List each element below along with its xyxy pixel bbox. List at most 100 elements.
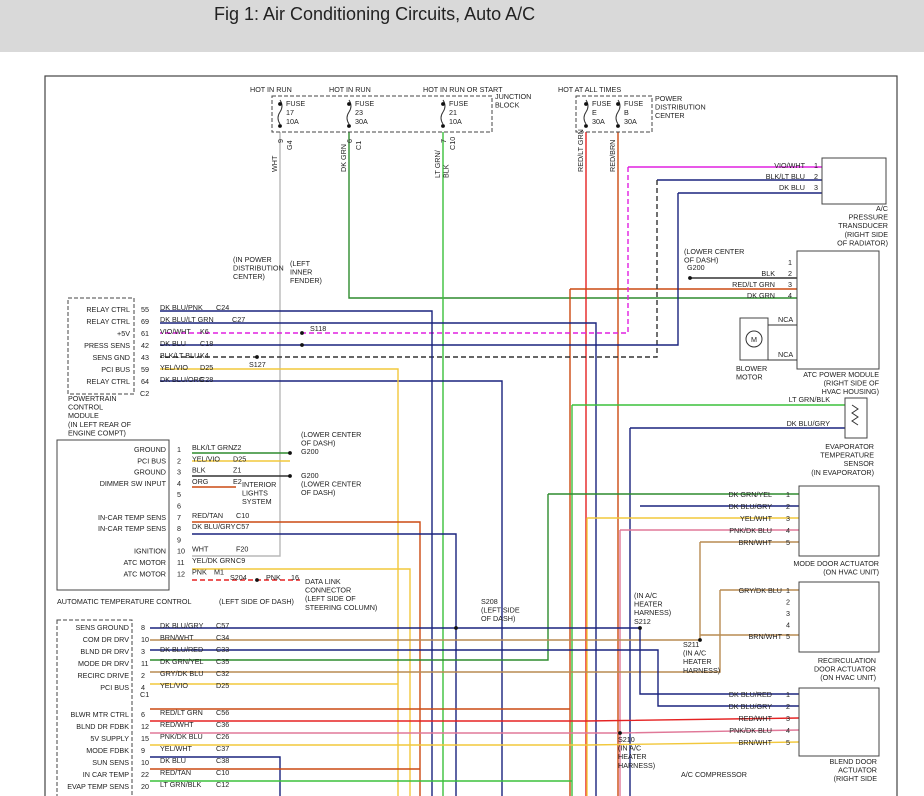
mode-pin: 4 [786,526,790,535]
figure-header-bar: Fig 1: Air Conditioning Circuits, Auto A… [0,0,924,52]
blend-wire: RED/WHT [738,714,772,723]
bottom-function: RECIRC DRIVE [77,671,129,680]
fuse-number: 23 [355,108,363,117]
bottom-circuit: C12 [216,780,229,789]
atc-function: IGNITION [134,547,166,556]
wire-red-wht [150,717,800,722]
atc-wire: YEL/VIO [192,454,220,463]
atc-function: IN-CAR TEMP SENS [98,513,166,522]
bottom-circuit: C36 [216,720,229,729]
fuse-terminal [347,124,351,128]
fuse-terminal [616,124,620,128]
atc-function: GROUND [134,445,166,454]
pcm-wire: DK BLU/LT GRN [160,315,214,324]
motor-letter: M [751,335,757,344]
mode-pin: 2 [786,502,790,511]
bottom-wire: DK GRN/YEL [160,657,204,666]
bottom-wire: LT GRN/BLK [160,780,201,789]
motor-symbol-icon [745,330,763,348]
pcm-pin: 64 [141,377,149,386]
atc-power-wire: BLK [761,269,775,278]
atc-circuit: Z2 [233,443,241,452]
splice-dot [255,355,259,359]
pcm-pin: 61 [141,329,149,338]
pcm-circuit: C27 [232,315,245,324]
ac-compressor-label: A/C COMPRESSOR [681,770,747,779]
wire-dk-blu-red-blend [150,649,799,707]
pcm-wire: DK BLU/PNK [160,303,203,312]
recirc-door-actuator-box [798,581,880,653]
splice-dot [698,638,702,642]
bottom-circuit: C33 [216,645,229,654]
bottom-wire: DK BLU [160,756,186,765]
pcm-circuit: K6 [200,327,209,336]
fuse-wire-color: RED/LT GRN [576,129,585,172]
fuse-terminal [616,102,620,106]
mode-door-label: MODE DOOR ACTUATOR(ON HVAC UNIT) [793,559,879,577]
bottom-pin: 11 [141,659,148,668]
bottom-circuit: C56 [216,708,229,717]
bottom-pin: 6 [141,710,145,719]
figure-title: Fig 1: Air Conditioning Circuits, Auto A… [214,4,536,24]
bottom-wire: PNK/DK BLU [160,732,203,741]
blend-pin: 4 [786,726,790,735]
atc-circuit: F20 [236,545,248,554]
blend-wire: BRN/WHT [738,738,772,747]
recirc-pin: 4 [786,621,790,630]
bottom-function: IN CAR TEMP [83,770,129,779]
pcm-function: SENS GND [92,353,130,362]
wire-dk-blu-gry-blend [150,627,799,695]
bottom-pin: 10 [141,635,149,644]
mode-wire: DK BLU/GRY [729,502,773,511]
mode-pin: 3 [786,514,790,523]
ac-pressure-wire: VIO/WHT [774,161,805,170]
atc-wire: RED/TAN [192,511,223,520]
atc-power-pin: 3 [788,280,792,289]
bottom-pin: 2 [141,671,145,680]
fuse-hot-label: HOT IN RUN [329,85,371,94]
recirc-pin: 3 [786,609,790,618]
mode-pin: 5 [786,538,790,547]
splice-s204: S204 [230,573,247,582]
bottom-circuit: C10 [216,768,229,777]
fuse-pin: 9 [276,139,285,143]
ac-pressure-wire: BLK/LT BLU [766,172,805,181]
nca-label: NCA [778,315,793,324]
atc-pin: 5 [177,490,181,499]
fuse-terminal [278,102,282,106]
thermistor-icon [851,404,859,426]
bottom-wire: BRN/WHT [160,633,194,642]
pcm-circuit: K4 [200,351,209,360]
atc-function: ATC MOTOR [124,558,166,567]
bottom-function: BLWR MTR CTRL [70,710,129,719]
atc-pin12-pin2: 16 [291,573,299,582]
fuse-wire-color: LT GRN/BLK [433,150,451,178]
atc-power-wire: DK GRN [747,291,775,300]
wire-dk-blu-gry [192,533,457,796]
splice-dot [618,731,622,735]
components-layer [56,95,887,796]
atc-bottom-connector-box [56,619,133,796]
bottom-wire: DK BLU/RED [160,645,203,654]
ac-pressure-pin: 1 [814,161,818,170]
pcm-wire: DK BLU [160,339,186,348]
fuse-number: B [624,108,629,117]
bottom-wire: YEL/VIO [160,681,188,690]
pcm-function: +5V [117,329,130,338]
fuse-wire-color: WHT [270,155,279,172]
mode-wire: DK GRN/YEL [728,490,772,499]
fuse-terminal [584,102,588,106]
pcm-circuit: C18 [200,339,213,348]
ac-pressure-pin: 3 [814,183,818,192]
pcm-pin: 55 [141,305,149,314]
atc-circuit: Z1 [233,466,241,475]
fuse-amp: 30A [355,117,368,126]
bottom-pin: 12 [141,722,149,731]
fuse-number: E [592,108,597,117]
